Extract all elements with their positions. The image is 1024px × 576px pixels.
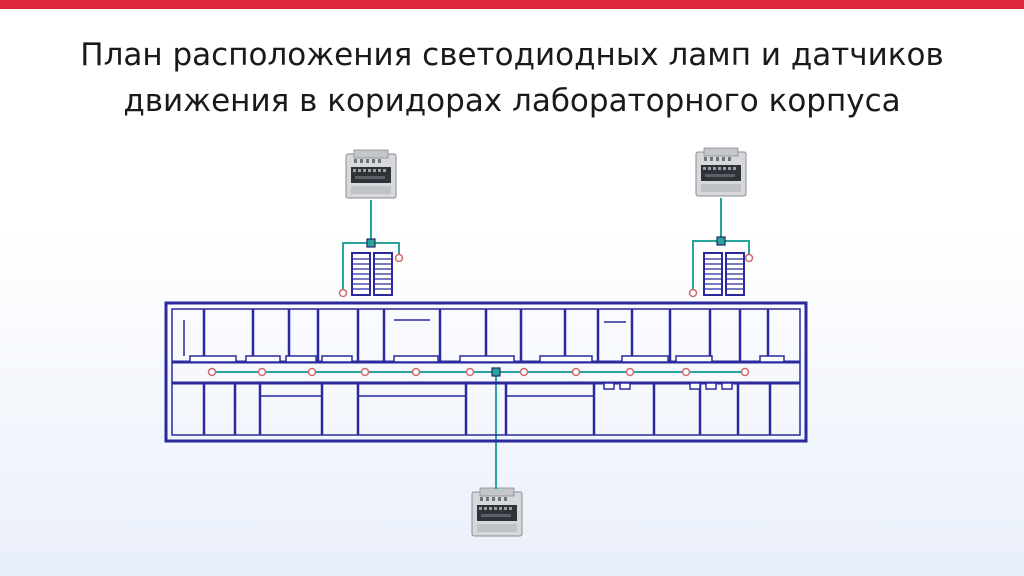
accent-bar: [0, 0, 1024, 9]
slide-title-line-2: движения в коридорах лабораторного корпу…: [123, 83, 901, 119]
building-walls: [164, 301, 808, 443]
led-lamp-icon: [394, 253, 404, 263]
led-lamp-icon: [519, 367, 529, 377]
staircase-right: [703, 252, 745, 296]
led-lamp-icon: [338, 288, 348, 298]
slide-title-line-1: План расположения светодиодных ламп и да…: [80, 37, 944, 73]
led-lamp-icon: [360, 367, 370, 377]
led-lamp-icon: [465, 367, 475, 377]
led-lamp-icon: [688, 288, 698, 298]
led-lamp-icon: [571, 367, 581, 377]
led-lamps: [207, 253, 754, 377]
controller-device-icon: [345, 149, 397, 199]
controller-device-icon: [471, 487, 523, 537]
slide-title: План расположения светодиодных ламп и да…: [0, 32, 1024, 124]
staircase-left: [351, 252, 393, 296]
junction-box-icon: [491, 367, 501, 377]
junction-box-icon: [716, 236, 726, 246]
led-lamp-icon: [411, 367, 421, 377]
led-lamp-icon: [207, 367, 217, 377]
controller-device-icon: [695, 147, 747, 197]
led-lamp-icon: [744, 253, 754, 263]
led-lamp-icon: [681, 367, 691, 377]
led-lamp-icon: [307, 367, 317, 377]
led-lamp-icon: [740, 367, 750, 377]
led-lamp-icon: [625, 367, 635, 377]
wiring: [212, 198, 750, 489]
junction-boxes: [366, 236, 726, 377]
junction-box-icon: [366, 238, 376, 248]
led-lamp-icon: [257, 367, 267, 377]
